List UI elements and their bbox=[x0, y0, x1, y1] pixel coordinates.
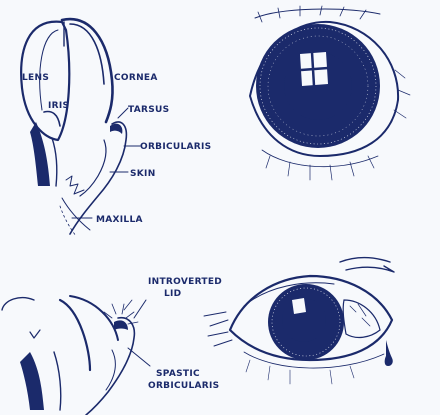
normal-eye-front-view bbox=[250, 6, 410, 180]
lens-arc-bottom bbox=[2, 298, 34, 310]
maxilla-dots bbox=[60, 206, 76, 236]
brow-stroke-2 bbox=[346, 266, 394, 272]
label-orbicularis: ORBICULARIS bbox=[140, 142, 211, 152]
tarsus-leader bbox=[118, 108, 128, 118]
entropion-eye-front-view bbox=[204, 258, 394, 385]
label-cornea: CORNEA bbox=[114, 73, 158, 83]
iris-dark-bottom bbox=[20, 352, 44, 410]
label-maxilla: MAXILLA bbox=[96, 215, 143, 225]
globe-wall-bottom bbox=[54, 352, 61, 410]
lid-zigzag bbox=[66, 176, 84, 194]
inflamed-conjunctiva bbox=[343, 300, 380, 337]
iris-line bbox=[44, 112, 60, 126]
label-introverted-line1: INTROVERTED bbox=[148, 277, 222, 287]
lens-inner-line bbox=[40, 30, 58, 110]
corneal-reflection-bottom bbox=[292, 298, 306, 314]
cornea-inner-line bbox=[70, 24, 104, 84]
label-spastic-line2: ORBICULARIS bbox=[148, 381, 219, 391]
label-iris: IRIS bbox=[48, 101, 69, 111]
tear-drop bbox=[385, 340, 393, 366]
lens-mark bbox=[30, 330, 40, 338]
label-spastic-line1: SPASTIC bbox=[156, 369, 200, 379]
upper-lashes bbox=[258, 6, 366, 22]
orbicularis-band bbox=[80, 140, 106, 196]
lower-lid-line bbox=[262, 150, 378, 167]
brow-stroke-1 bbox=[340, 258, 390, 263]
label-tarsus: TARSUS bbox=[128, 105, 169, 115]
spastic-orbicularis-leader bbox=[128, 348, 150, 366]
normal-lid-cross-section bbox=[21, 19, 140, 236]
label-introverted-line2: LID bbox=[164, 289, 181, 299]
entropion-cross-section bbox=[2, 296, 150, 415]
lower-lashes bbox=[266, 156, 374, 180]
introverted-lid-leader bbox=[134, 300, 146, 318]
tarsus-mark bbox=[110, 124, 122, 134]
lateral-lashes bbox=[204, 312, 232, 346]
cornea-arc-bottom bbox=[60, 300, 90, 370]
globe-wall bbox=[52, 138, 57, 186]
lower-lashes-bottom bbox=[246, 360, 354, 384]
label-skin: SKIN bbox=[130, 169, 156, 179]
label-lens: LENS bbox=[22, 73, 49, 83]
introverted-lid-margin bbox=[114, 320, 128, 330]
introverted-lid-outline bbox=[86, 318, 134, 415]
